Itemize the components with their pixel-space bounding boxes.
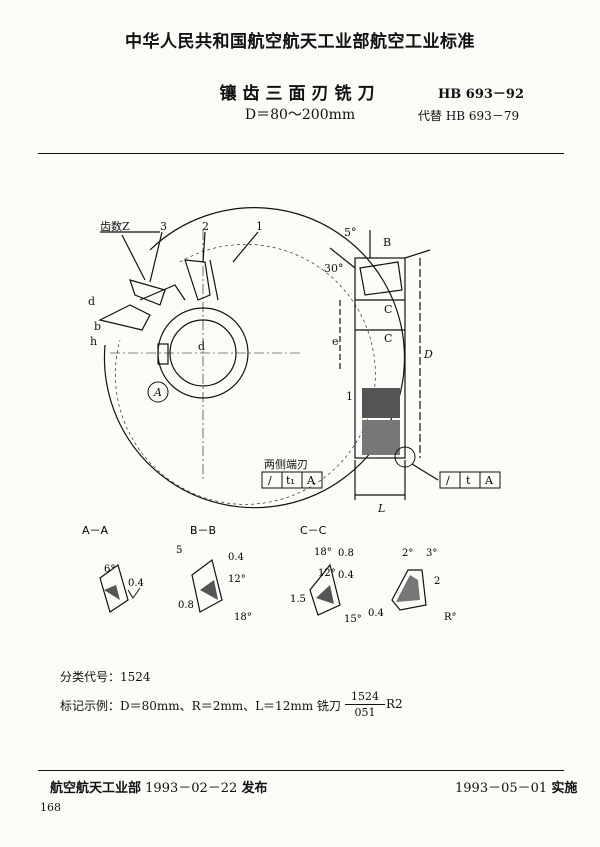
- part2-label: 2: [202, 220, 209, 233]
- fraction-denominator: 051: [354, 706, 376, 719]
- detail-h: 2: [434, 576, 440, 587]
- section-detail: 2° 3° 2 R°: [391, 548, 457, 623]
- front-view-labels: 齿数Z 3 2 1 d b h A d 两侧端刃: [88, 220, 308, 471]
- footer-rule: [38, 770, 564, 771]
- tolerance-frame-left: / t₁ A: [261, 471, 323, 489]
- one-label: 1: [346, 390, 353, 403]
- section-cc-r1: 0.8: [338, 548, 354, 559]
- cutter-drawing: 齿数Z 3 2 1 d b h A d 两侧端刃 / t₁ A: [82, 207, 501, 625]
- teeth-label: 齿数Z: [100, 220, 130, 233]
- part1-label: 1: [256, 220, 263, 233]
- marking-suffix: R2: [386, 697, 403, 711]
- detail-a2: 3°: [426, 548, 437, 559]
- marking-fraction: 1524 051: [345, 690, 385, 719]
- view-a-label: A: [153, 386, 162, 399]
- tol-right-datum: A: [484, 474, 494, 487]
- section-bb-a2: 12°: [228, 574, 246, 585]
- section-bb-r2: 0.8: [178, 600, 194, 611]
- section-cc-a1: 18°: [314, 547, 332, 558]
- detail-r: R°: [444, 612, 457, 623]
- d-label: d: [88, 295, 95, 308]
- issue-line: 航空航天工业部 1993－02－22 发布: [50, 777, 267, 796]
- section-bb-r1: 0.4: [228, 552, 244, 563]
- tol-left-symbol: /: [268, 474, 272, 487]
- implementation-line: 1993－05－01 实施: [455, 777, 577, 796]
- side-d-label: D: [423, 348, 433, 361]
- section-bb-a1: 5: [176, 545, 182, 556]
- side-view-labels: B 5° 30° C C D e 1 L: [324, 226, 433, 515]
- h-label: h: [90, 335, 97, 348]
- standard-code: HB 693－92: [438, 87, 525, 102]
- diameter-range: D＝80～200mm: [244, 107, 356, 123]
- section-bb-title: B－B: [190, 524, 216, 537]
- replaces-standard: 代替 HB 693－79: [418, 109, 520, 123]
- section-cc-h: 1.5: [290, 594, 306, 605]
- header-rule: [38, 153, 564, 154]
- side-b-label: B: [383, 236, 391, 249]
- section-cc-a2: 12°: [318, 568, 336, 579]
- tolerance-frame-right: / t A: [439, 471, 501, 489]
- classification-line: 分类代号：1524: [60, 668, 151, 685]
- section-aa-title: A－A: [82, 524, 109, 537]
- section-cc-r3: 0.4: [368, 608, 384, 619]
- implementation-date: 1993－05－01: [455, 781, 548, 796]
- section-aa-rough: 0.4: [128, 578, 144, 589]
- e-mark-label: e: [332, 335, 339, 348]
- marking-text: D＝80mm、R＝2mm、L＝12mm 铣刀: [120, 699, 341, 713]
- tol-left-datum: A: [306, 474, 316, 487]
- side-c2-label: C: [384, 332, 392, 345]
- page-number: 168: [40, 801, 61, 814]
- section-aa: A－A 6° 0.4: [82, 524, 144, 613]
- section-bb-a3: 18°: [234, 612, 252, 623]
- front-view: [98, 207, 405, 509]
- marking-label: 标记示例：: [60, 699, 121, 713]
- section-aa-angle: 6°: [104, 564, 115, 575]
- document-title: 镶齿三面刃铣刀: [219, 84, 381, 104]
- top-angle-label: 5°: [344, 226, 357, 239]
- section-cc-title: C－C: [300, 524, 327, 537]
- side-c1-label: C: [384, 303, 392, 316]
- bore-d-label: d: [198, 340, 205, 353]
- section-cc-r2: 0.4: [338, 570, 354, 581]
- fraction-numerator: 1524: [345, 690, 385, 705]
- issue-word: 发布: [241, 781, 268, 796]
- part3-label: 3: [160, 220, 167, 233]
- classification-value: 1524: [120, 670, 151, 684]
- section-cc-a3: 15°: [344, 614, 362, 625]
- side-l-label: L: [377, 502, 385, 515]
- implementation-word: 实施: [551, 781, 578, 796]
- angle-30-label: 30°: [324, 262, 344, 275]
- b-label: b: [94, 320, 101, 333]
- detail-a1: 2°: [402, 548, 413, 559]
- section-cc: C－C 18° 0.8 0.4 12° 1.5 15° 0.4: [290, 524, 384, 625]
- both-sides-label: 两侧端刃: [264, 458, 308, 471]
- section-bb: B－B 5 0.4 12° 0.8 18°: [176, 524, 252, 623]
- tol-left-value: t₁: [286, 474, 295, 487]
- issue-date: 1993－02－22: [145, 781, 238, 796]
- classification-label: 分类代号：: [60, 670, 121, 684]
- standard-organization: 中华人民共和国航空航天工业部航空工业标准: [125, 32, 475, 52]
- tol-right-value: t: [466, 474, 471, 487]
- marking-example-line: 标记示例：D＝80mm、R＝2mm、L＝12mm 铣刀: [60, 697, 341, 714]
- side-view: [329, 230, 439, 500]
- issuer: 航空航天工业部: [50, 781, 142, 796]
- tol-right-symbol: /: [446, 474, 450, 487]
